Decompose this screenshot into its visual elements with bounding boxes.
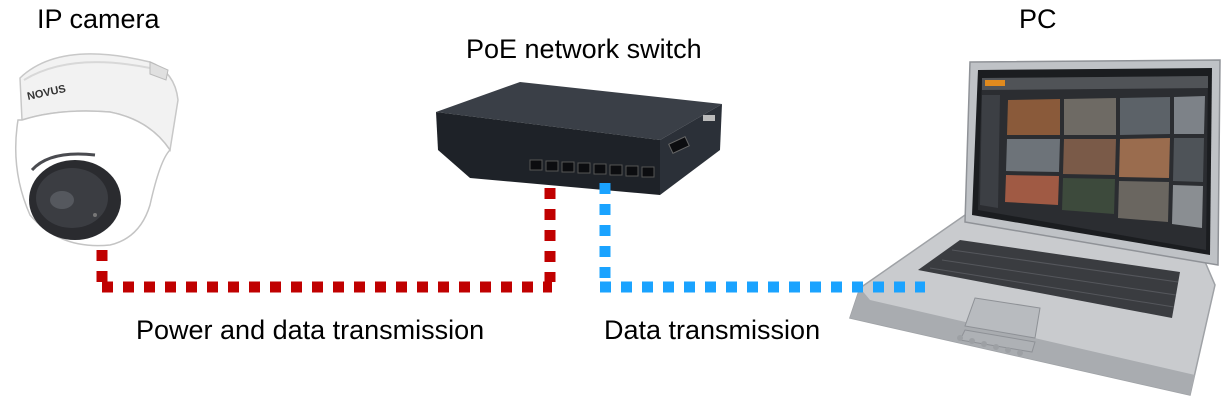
power-data-label: Power and data transmission <box>136 315 485 345</box>
ip-camera-label: IP camera <box>37 4 160 34</box>
poe-switch-label: PoE network switch <box>466 34 702 64</box>
data-line <box>599 183 925 293</box>
network-switch-icon <box>436 82 722 195</box>
laptop-icon <box>849 59 1221 396</box>
dome-camera-icon: NOVUS <box>14 53 179 247</box>
pc-label: PC <box>1019 4 1057 34</box>
power-data-line <box>96 188 556 293</box>
data-transmission-label: Data transmission <box>604 315 821 345</box>
